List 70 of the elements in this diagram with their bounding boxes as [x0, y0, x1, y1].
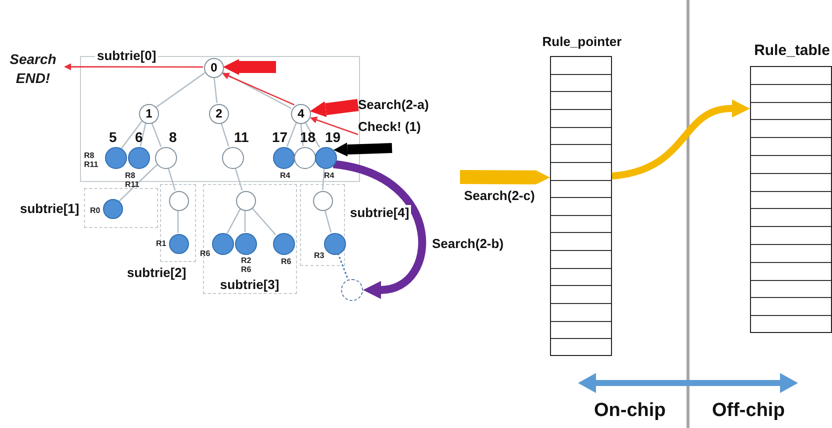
node-number: 6: [135, 130, 143, 145]
subtrie-label: subtrie[0]: [95, 48, 158, 63]
node-number: 17: [272, 130, 288, 145]
connector-line: [322, 168, 325, 190]
connector-line: [151, 122, 162, 147]
connector-line: [337, 253, 349, 280]
rule-label: R6: [200, 249, 212, 258]
arrow: [310, 99, 359, 118]
node-circle: [139, 104, 159, 124]
status-text: Search END!: [3, 50, 63, 90]
subtrie-label: subtrie[3]: [218, 277, 282, 292]
node-circle: [341, 279, 363, 301]
rule-label: R8 R11: [125, 171, 140, 189]
connector-line: [177, 210, 179, 233]
node-number: 2: [214, 108, 224, 120]
subtrie-label: subtrie[2]: [125, 265, 188, 280]
rule-label: R4: [280, 171, 292, 180]
table-title: Rule_table: [753, 42, 831, 59]
connector-line: [300, 122, 304, 146]
node-circle: [169, 191, 189, 211]
connector-line: [220, 122, 230, 147]
connector-line: [234, 167, 243, 191]
region-label: Off-chip: [712, 400, 785, 422]
connector-line: [324, 209, 332, 233]
node-circle: [204, 58, 224, 78]
connector-line: [286, 122, 297, 147]
arrow: [333, 142, 392, 156]
rule-label: R1: [156, 239, 168, 248]
step-label: Check! (1): [358, 118, 450, 148]
arrow: [332, 160, 426, 299]
region-label: On-chip: [594, 400, 666, 422]
connector-line: [244, 210, 246, 232]
node-circle: [236, 191, 256, 211]
connector-line: [121, 120, 143, 149]
connector-line: [226, 208, 241, 234]
rule-label: R3: [314, 251, 326, 260]
connector-line: [156, 72, 206, 108]
edge-label: Search(2-b): [430, 236, 506, 251]
arrow: [460, 170, 550, 184]
node-circle: [313, 191, 333, 211]
arrow: [611, 100, 750, 180]
arrow: [64, 63, 203, 70]
connector-line: [140, 122, 146, 146]
arrow: [223, 59, 276, 75]
rule-label: R0: [90, 206, 102, 215]
subtrie-label: subtrie[4]: [348, 205, 412, 220]
connector-line: [251, 207, 276, 236]
node-number: 11: [234, 130, 249, 145]
connector-line: [213, 76, 218, 104]
node-number: 8: [169, 130, 177, 145]
table-title: Rule_pointer: [541, 34, 623, 49]
step-label: Search(2-a): [358, 96, 450, 114]
node-number: 0: [210, 62, 218, 74]
node-number: 18: [300, 130, 316, 145]
connector-line: [304, 121, 320, 148]
node-number: 4: [296, 108, 306, 120]
node-number: 5: [109, 130, 117, 145]
rule-label: R8 R11: [84, 151, 100, 169]
rule-label: R4: [324, 171, 336, 180]
connector-line: [168, 167, 176, 191]
node-number: 19: [325, 130, 341, 145]
subtrie-label: subtrie[1]: [18, 201, 82, 216]
node-number: 1: [144, 108, 154, 120]
arrow: [310, 116, 358, 136]
edge-label: Search(2-c): [462, 188, 537, 203]
node-circle: [209, 104, 229, 124]
connector-line: [118, 164, 158, 202]
node-circle: [291, 104, 311, 124]
rule-label: R6: [281, 257, 292, 266]
rule-label: R2 R6: [241, 256, 252, 274]
